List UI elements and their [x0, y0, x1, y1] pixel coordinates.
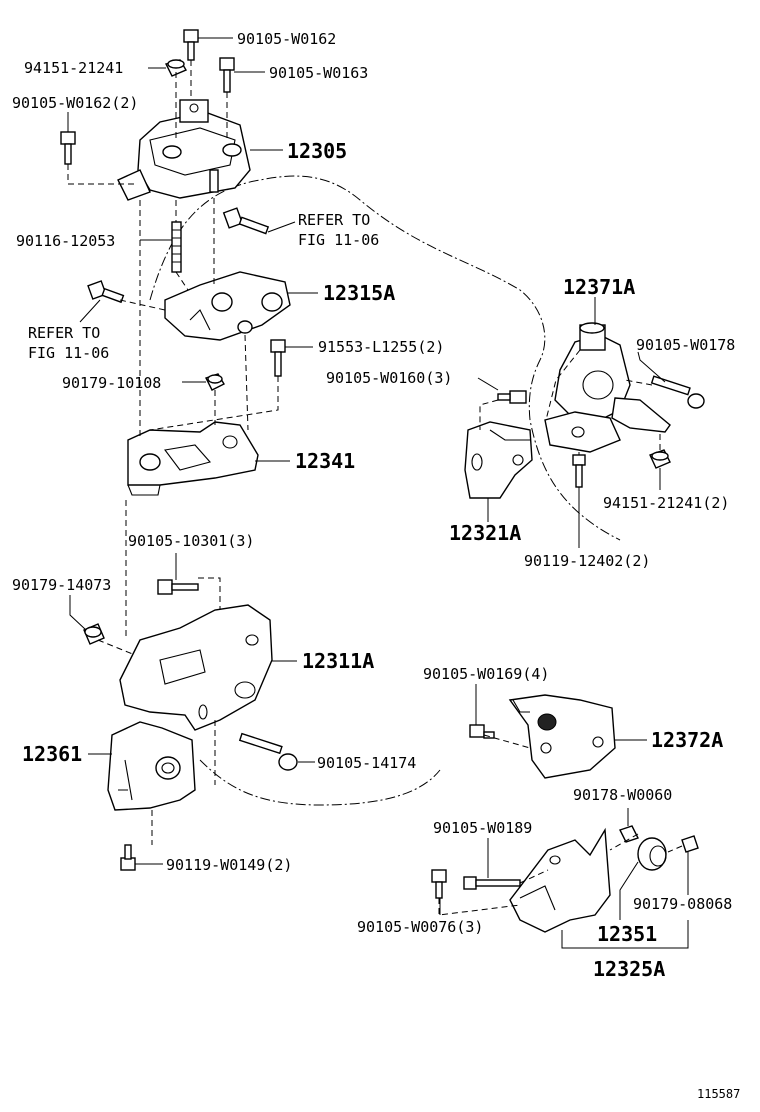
bolt-refer-fig-11-06-upper[interactable] — [222, 207, 270, 235]
bolt-90105-w0162-2[interactable] — [60, 131, 76, 165]
label-90178-w0060: 90178-W0060 — [573, 786, 672, 804]
label-refer-to-2: REFER TO — [28, 324, 100, 342]
label-90179-08068: 90179-08068 — [633, 895, 732, 913]
assembly-lines — [67, 60, 683, 916]
label-fig-11-06-1: FIG 11-06 — [298, 231, 379, 249]
bolt-90119-12402[interactable] — [572, 454, 586, 488]
nut-90179-10108[interactable] — [205, 373, 225, 391]
label-12372a: 12372A — [651, 728, 723, 752]
label-90105-14174: 90105-14174 — [317, 754, 416, 772]
label-12351: 12351 — [597, 922, 657, 946]
label-12371a: 12371A — [563, 275, 635, 299]
label-12311a: 12311A — [302, 649, 374, 673]
stud-90116-12053[interactable] — [171, 221, 182, 273]
part-12371a[interactable] — [544, 322, 671, 453]
label-90116-12053: 90116-12053 — [16, 232, 115, 250]
part-12315a[interactable] — [164, 271, 291, 341]
nut-90179-14073[interactable] — [83, 623, 105, 645]
nut-90179-08068[interactable] — [681, 835, 699, 853]
part-12325a[interactable] — [509, 827, 611, 933]
label-94151-21241-2: 94151-21241(2) — [603, 494, 729, 512]
label-90179-10108: 90179-10108 — [62, 374, 161, 392]
label-refer-to-1: REFER TO — [298, 211, 370, 229]
text-labels: 90105-W0162 94151-21241 90105-W0163 9010… — [12, 30, 740, 1101]
label-91553-l1255: 91553-L1255(2) — [318, 338, 444, 356]
label-fig-11-06-2: FIG 11-06 — [28, 344, 109, 362]
label-12325a: 12325A — [593, 957, 665, 981]
bolt-90105-w0160[interactable] — [497, 390, 527, 404]
label-12341: 12341 — [295, 449, 355, 473]
bolt-90105-w0169[interactable] — [469, 724, 495, 739]
bolt-90105-w0163[interactable] — [219, 57, 235, 93]
bolt-90105-10301[interactable] — [157, 579, 199, 595]
diagram-number: 115587 — [697, 1087, 740, 1101]
bolt-90105-w0076[interactable] — [431, 869, 447, 899]
bolt-refer-fig-11-06-lower[interactable] — [87, 280, 125, 304]
bolt-90105-w0162[interactable] — [183, 29, 199, 61]
assembly-outline — [149, 175, 621, 541]
label-94151-21241: 94151-21241 — [24, 59, 123, 77]
label-12315a: 12315A — [323, 281, 395, 305]
bolt-90105-14174[interactable] — [238, 732, 298, 771]
label-90105-w0162-2: 90105-W0162(2) — [12, 94, 138, 112]
label-12321a: 12321A — [449, 521, 521, 545]
nut-90178-w0060[interactable] — [619, 825, 639, 843]
label-90105-w0178: 90105-W0178 — [636, 336, 735, 354]
bolt-91553-l1255[interactable] — [270, 339, 286, 377]
label-90105-w0162: 90105-W0162 — [237, 30, 336, 48]
label-90179-14073: 90179-14073 — [12, 576, 111, 594]
bolt-90119-w0149[interactable] — [120, 844, 136, 871]
label-90119-12402: 90119-12402(2) — [524, 552, 650, 570]
label-12361: 12361 — [22, 742, 82, 766]
bolt-90105-w0189[interactable] — [463, 876, 521, 890]
label-90105-10301: 90105-10301(3) — [128, 532, 254, 550]
part-12341[interactable] — [127, 421, 259, 496]
part-12372a[interactable] — [508, 694, 616, 779]
bolt-90105-w0178[interactable] — [650, 375, 705, 409]
label-90119-w0149: 90119-W0149(2) — [166, 856, 292, 874]
nut-94151-21241[interactable] — [164, 59, 188, 77]
part-12321a[interactable] — [464, 421, 533, 499]
label-90105-w0189: 90105-W0189 — [433, 819, 532, 837]
part-12351[interactable] — [637, 837, 667, 871]
part-12311a[interactable] — [119, 604, 273, 731]
part-12305[interactable] — [117, 99, 251, 201]
assembly-outline-lower — [199, 759, 441, 806]
label-90105-w0076: 90105-W0076(3) — [357, 918, 483, 936]
part-12361[interactable] — [107, 721, 196, 811]
label-12305: 12305 — [287, 139, 347, 163]
leader-lines — [67, 37, 689, 949]
label-90105-w0160: 90105-W0160(3) — [326, 369, 452, 387]
nut-94151-21241-2[interactable] — [649, 449, 671, 469]
label-90105-w0169: 90105-W0169(4) — [423, 665, 549, 683]
label-90105-w0163: 90105-W0163 — [269, 64, 368, 82]
